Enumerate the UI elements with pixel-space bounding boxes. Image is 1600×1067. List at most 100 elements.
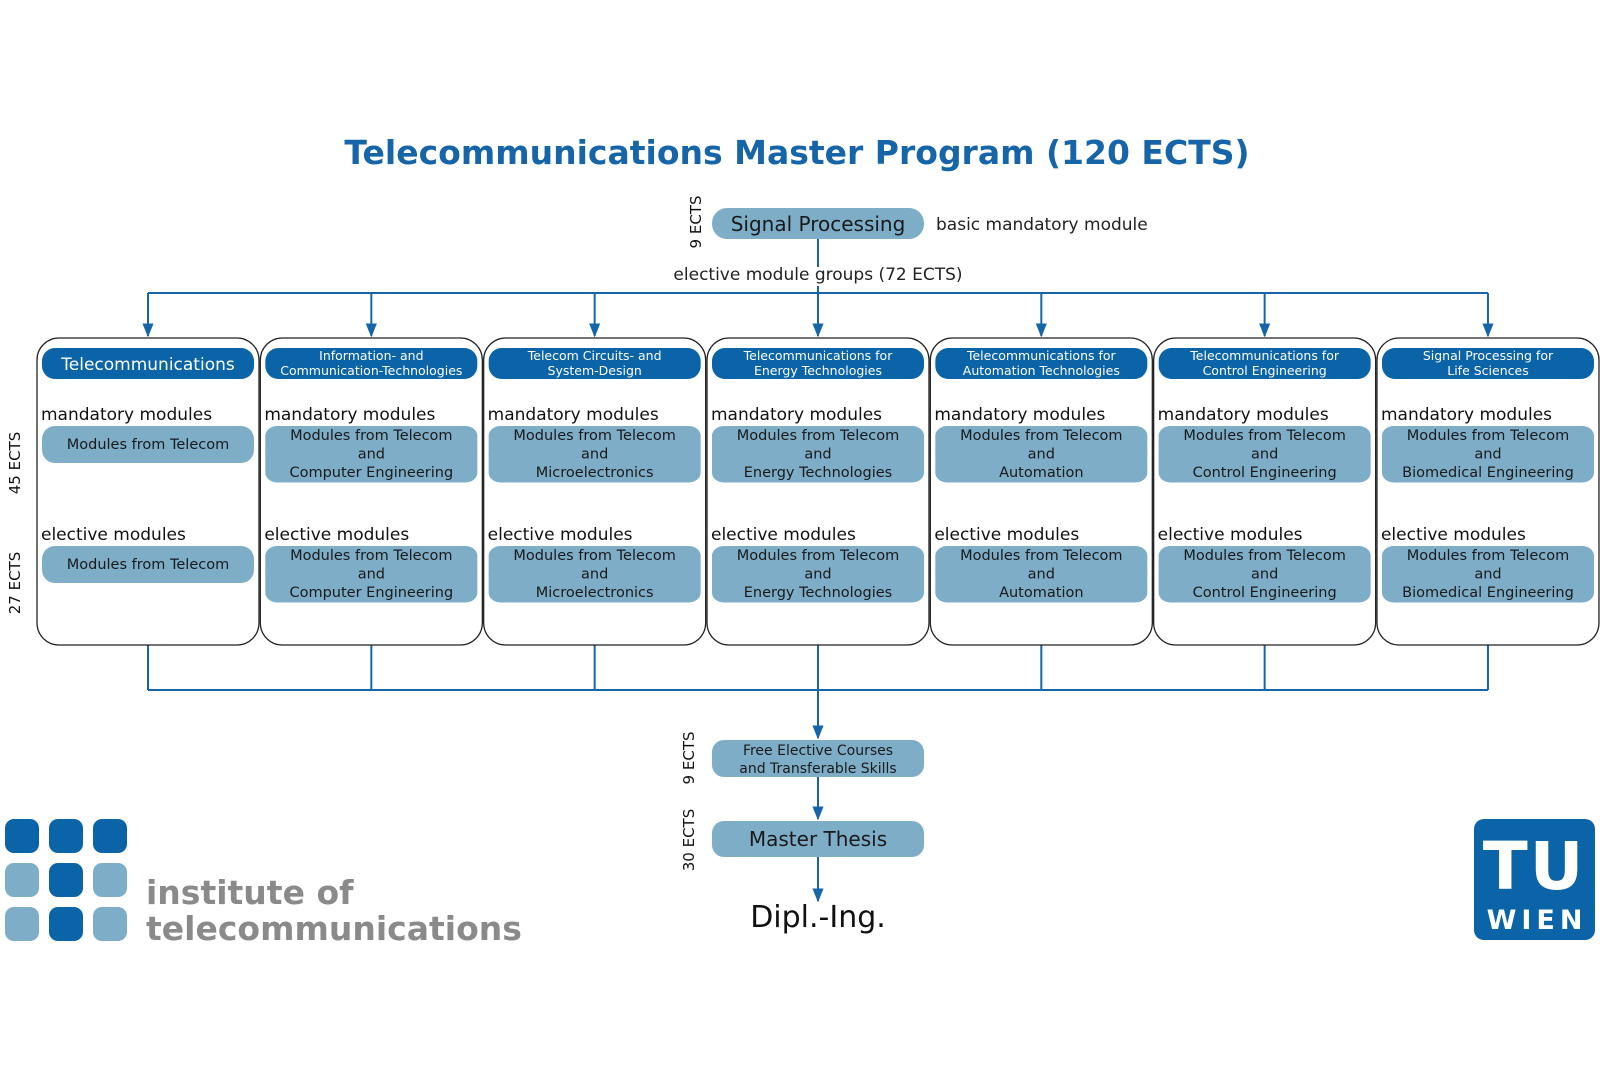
module-group-header (711, 348, 924, 379)
mandatory-modules-text: and (581, 447, 608, 463)
module-group-title-line: Energy Technologies (754, 363, 882, 378)
elective-modules-pill-body (1381, 556, 1594, 592)
elective-modules-label: elective modules (934, 525, 1079, 545)
free-elective-ects: 9 ECTS (680, 732, 698, 785)
module-group-column: Telecom Circuits- andSystem-Designmandat… (483, 293, 707, 690)
module-group-title-line: Control Engineering (1203, 363, 1327, 378)
elective-modules-label: elective modules (1158, 525, 1303, 545)
signal-processing-label: Signal Processing (731, 212, 906, 236)
module-group-title-line: Information- and (319, 348, 423, 363)
module-group-box (36, 337, 260, 646)
signal-processing-pill (712, 208, 924, 239)
elective-ects: 27 ECTS (6, 552, 24, 615)
mandatory-modules-text: and (1028, 447, 1055, 463)
elective-modules-text: Modules from Telecom (960, 548, 1122, 564)
institute-logo-icon (5, 819, 127, 941)
elective-modules-text: Microelectronics (536, 585, 654, 601)
institute-logo-text-2: telecommunications (146, 909, 522, 948)
module-group-title-line: Telecommunications for (743, 348, 894, 363)
free-elective-line-1: Free Elective Courses (743, 743, 893, 759)
module-group-columns: Telecommunications mandatory modulesModul… (36, 293, 1600, 690)
elective-modules-text: Modules from Telecom (67, 557, 229, 573)
mandatory-modules-text: Automation (999, 465, 1083, 481)
module-group-title-line: Telecommunications for (1189, 348, 1340, 363)
module-group-header (488, 348, 701, 379)
free-elective-line-2: and Transferable Skills (739, 761, 896, 777)
elective-modules-text: and (1028, 567, 1055, 583)
elective-modules-label: elective modules (711, 525, 856, 545)
degree-label: Dipl.-Ing. (750, 900, 886, 935)
elective-modules-pill-body (711, 556, 924, 592)
elective-modules-text: Modules from Telecom (1183, 548, 1345, 564)
module-group-header (265, 348, 478, 379)
module-group-title-line: Life Sciences (1447, 363, 1528, 378)
master-thesis-label: Master Thesis (749, 827, 887, 851)
elective-modules-text: and (358, 567, 385, 583)
mandatory-modules-text: and (804, 447, 831, 463)
signal-processing-ects: 9 ECTS (687, 196, 705, 249)
mandatory-modules-pill-body (935, 436, 1148, 472)
institute-logo-text-1: institute of (146, 873, 354, 912)
tu-wien-logo: TU WIEN (1474, 819, 1595, 940)
elective-modules-text: Modules from Telecom (737, 548, 899, 564)
mandatory-modules-pill-body (488, 436, 701, 472)
module-group-header (1381, 348, 1594, 379)
elective-modules-pill-body (1158, 556, 1371, 592)
mandatory-modules-pill-body (1381, 436, 1594, 472)
module-group-title-line: Communication-Technologies (280, 363, 462, 378)
mandatory-modules-pill-body (1158, 436, 1371, 472)
mandatory-modules-text: Modules from Telecom (960, 428, 1122, 444)
mandatory-modules-text: Modules from Telecom (290, 428, 452, 444)
module-group-column: Telecommunications mandatory modulesModul… (36, 293, 260, 690)
elective-modules-text: Modules from Telecom (290, 548, 452, 564)
mandatory-modules-pill-body (265, 436, 478, 472)
wien-logo-text: WIEN (1487, 905, 1588, 936)
mandatory-modules-text: Computer Engineering (289, 465, 453, 481)
elective-modules-label: elective modules (264, 525, 409, 545)
mandatory-modules-text: Modules from Telecom (1183, 428, 1345, 444)
module-group-title-line: Signal Processing for (1423, 348, 1554, 363)
module-group-title-line: Telecommunications for (966, 348, 1117, 363)
mandatory-modules-label: mandatory modules (264, 405, 435, 425)
elective-modules-text: and (804, 567, 831, 583)
master-thesis-pill (712, 821, 924, 857)
mandatory-modules-text: and (1251, 447, 1278, 463)
module-group-title: Telecommunications (60, 355, 235, 375)
elective-modules-pill (42, 546, 254, 583)
mandatory-modules-text: Biomedical Engineering (1402, 465, 1574, 481)
mandatory-modules-label: mandatory modules (1381, 405, 1552, 425)
elective-modules-text: Biomedical Engineering (1402, 585, 1574, 601)
elective-groups-label: elective module groups (72 ECTS) (673, 265, 962, 285)
elective-modules-label: elective modules (1381, 525, 1526, 545)
mandatory-modules-text: Modules from Telecom (1407, 428, 1569, 444)
tu-logo-text: TU (1483, 828, 1586, 905)
mandatory-modules-text: Microelectronics (536, 465, 654, 481)
mandatory-modules-pill (42, 426, 254, 463)
mandatory-modules-text: and (358, 447, 385, 463)
elective-modules-text: and (581, 567, 608, 583)
module-group-title-line: Automation Technologies (963, 363, 1120, 378)
page-title: Telecommunications Master Program (120 E… (344, 133, 1249, 172)
mandatory-modules-text: and (1474, 447, 1501, 463)
elective-modules-text: Control Engineering (1193, 585, 1337, 601)
elective-modules-text: Automation (999, 585, 1083, 601)
mandatory-modules-text: Modules from Telecom (737, 428, 899, 444)
elective-modules-text: and (1474, 567, 1501, 583)
elective-modules-text: Computer Engineering (289, 585, 453, 601)
mandatory-ects: 45 ECTS (6, 432, 24, 495)
elective-modules-text: and (1251, 567, 1278, 583)
module-group-header (1158, 348, 1371, 379)
elective-modules-text: Energy Technologies (744, 585, 893, 601)
elective-modules-pill-body (265, 556, 478, 592)
module-group-title-line: System-Design (548, 363, 642, 378)
elective-modules-pill-body (935, 556, 1148, 592)
elective-modules-label: elective modules (488, 525, 633, 545)
elective-modules-text: Modules from Telecom (513, 548, 675, 564)
elective-modules-label: elective modules (41, 525, 186, 545)
mandatory-modules-label: mandatory modules (41, 405, 212, 425)
mandatory-modules-text: Modules from Telecom (513, 428, 675, 444)
